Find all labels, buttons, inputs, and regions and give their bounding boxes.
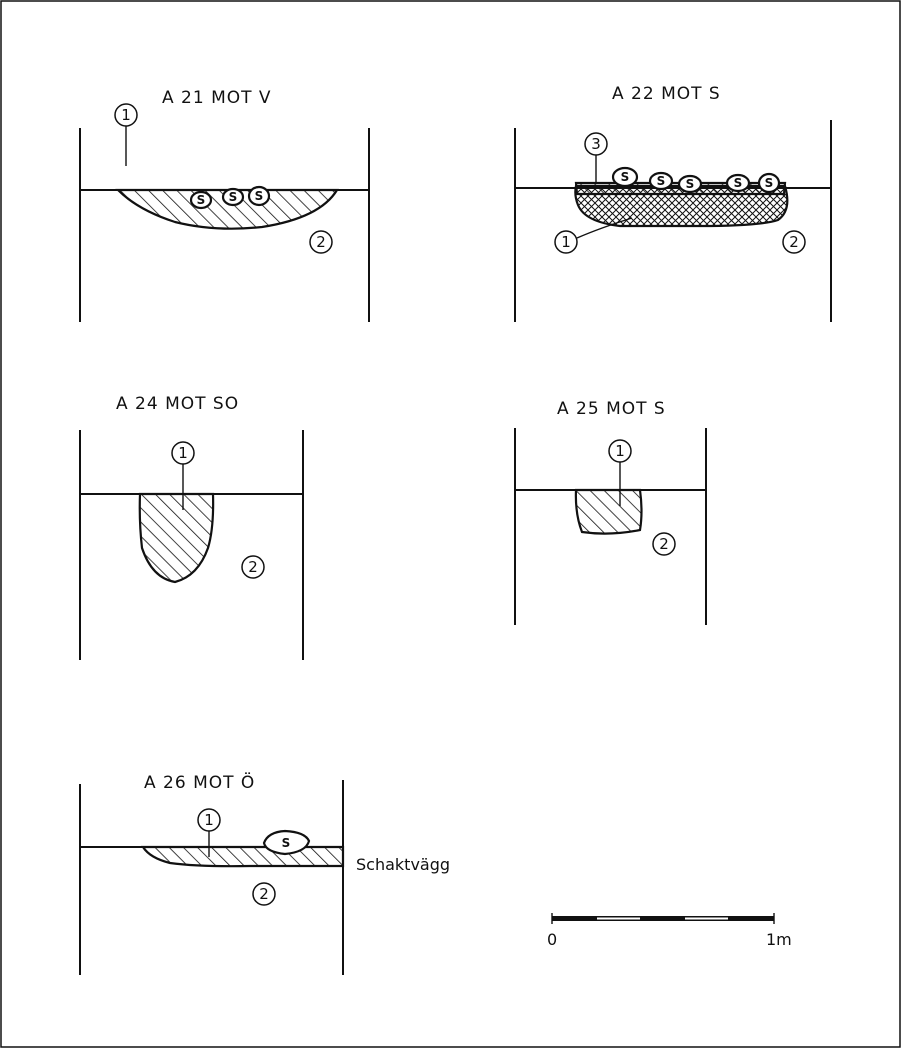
stone xyxy=(611,166,639,188)
scale-bar-outline xyxy=(552,916,774,921)
scale-bar-segment-light xyxy=(685,917,728,920)
feature-fill-layer xyxy=(140,845,345,868)
feature-fill-layer xyxy=(115,188,339,230)
layer-number: 1 xyxy=(561,233,571,251)
scale-bar: 0 1m xyxy=(547,913,792,949)
section-a25-title: A 25 MOT S xyxy=(557,399,666,419)
layer-marker-circle xyxy=(309,230,333,254)
trench-wall-label: Schaktvägg xyxy=(356,855,450,874)
stone xyxy=(725,173,751,193)
feature-fill-layer xyxy=(138,492,215,584)
stone-label: S xyxy=(229,190,238,204)
section-a24-title: A 24 MOT SO xyxy=(116,394,239,414)
layer-number: 2 xyxy=(248,558,258,576)
layer-marker-circle xyxy=(652,532,676,556)
stone-label: S xyxy=(734,176,743,190)
scale-bar-end-label: 1m xyxy=(766,930,792,949)
feature-fill-layer-1 xyxy=(574,184,789,228)
stone xyxy=(262,829,311,856)
stone xyxy=(677,174,703,194)
stone xyxy=(757,172,781,194)
scale-bar-segment-light xyxy=(597,917,640,920)
layer-marker-circle xyxy=(554,230,578,254)
section-a22-title: A 22 MOT S xyxy=(612,84,721,104)
stone xyxy=(648,171,674,191)
stone-label: S xyxy=(657,174,666,188)
layer-number: 1 xyxy=(121,106,131,124)
layer-marker-circle xyxy=(782,230,806,254)
layer-marker-circle xyxy=(252,882,276,906)
section-a24: A 24 MOT SO 1 2 xyxy=(79,394,304,660)
section-a22: A 22 MOT S S S S S S 3 1 2 xyxy=(514,84,832,322)
stone-label: S xyxy=(765,176,774,190)
stone-label: S xyxy=(686,177,695,191)
stone xyxy=(247,185,271,207)
section-a25: A 25 MOT S 1 2 xyxy=(514,399,707,625)
layer-number: 3 xyxy=(591,135,601,153)
layer-number: 2 xyxy=(316,233,326,251)
layer-marker-circle xyxy=(241,555,265,579)
feature-fill-layer xyxy=(574,488,643,535)
layer-number: 2 xyxy=(789,233,799,251)
layer-number: 2 xyxy=(259,885,269,903)
layer-number: 2 xyxy=(659,535,669,553)
section-a21: A 21 MOT V S S S 1 2 xyxy=(79,88,370,322)
stone xyxy=(221,187,245,207)
section-a26-title: A 26 MOT Ö xyxy=(144,771,255,793)
scale-bar-start-label: 0 xyxy=(547,930,557,949)
layer-number: 1 xyxy=(615,442,625,460)
stone-label: S xyxy=(282,836,291,850)
stone-label: S xyxy=(197,193,206,207)
leader-line xyxy=(576,217,633,239)
layer-number: 1 xyxy=(204,811,214,829)
stone xyxy=(189,190,213,210)
layer-number: 1 xyxy=(178,444,188,462)
stone-label: S xyxy=(255,189,264,203)
section-a21-title: A 21 MOT V xyxy=(162,88,272,108)
section-a26: A 26 MOT Ö S 1 2 Schaktvägg xyxy=(79,771,450,975)
stone-label: S xyxy=(621,170,630,184)
